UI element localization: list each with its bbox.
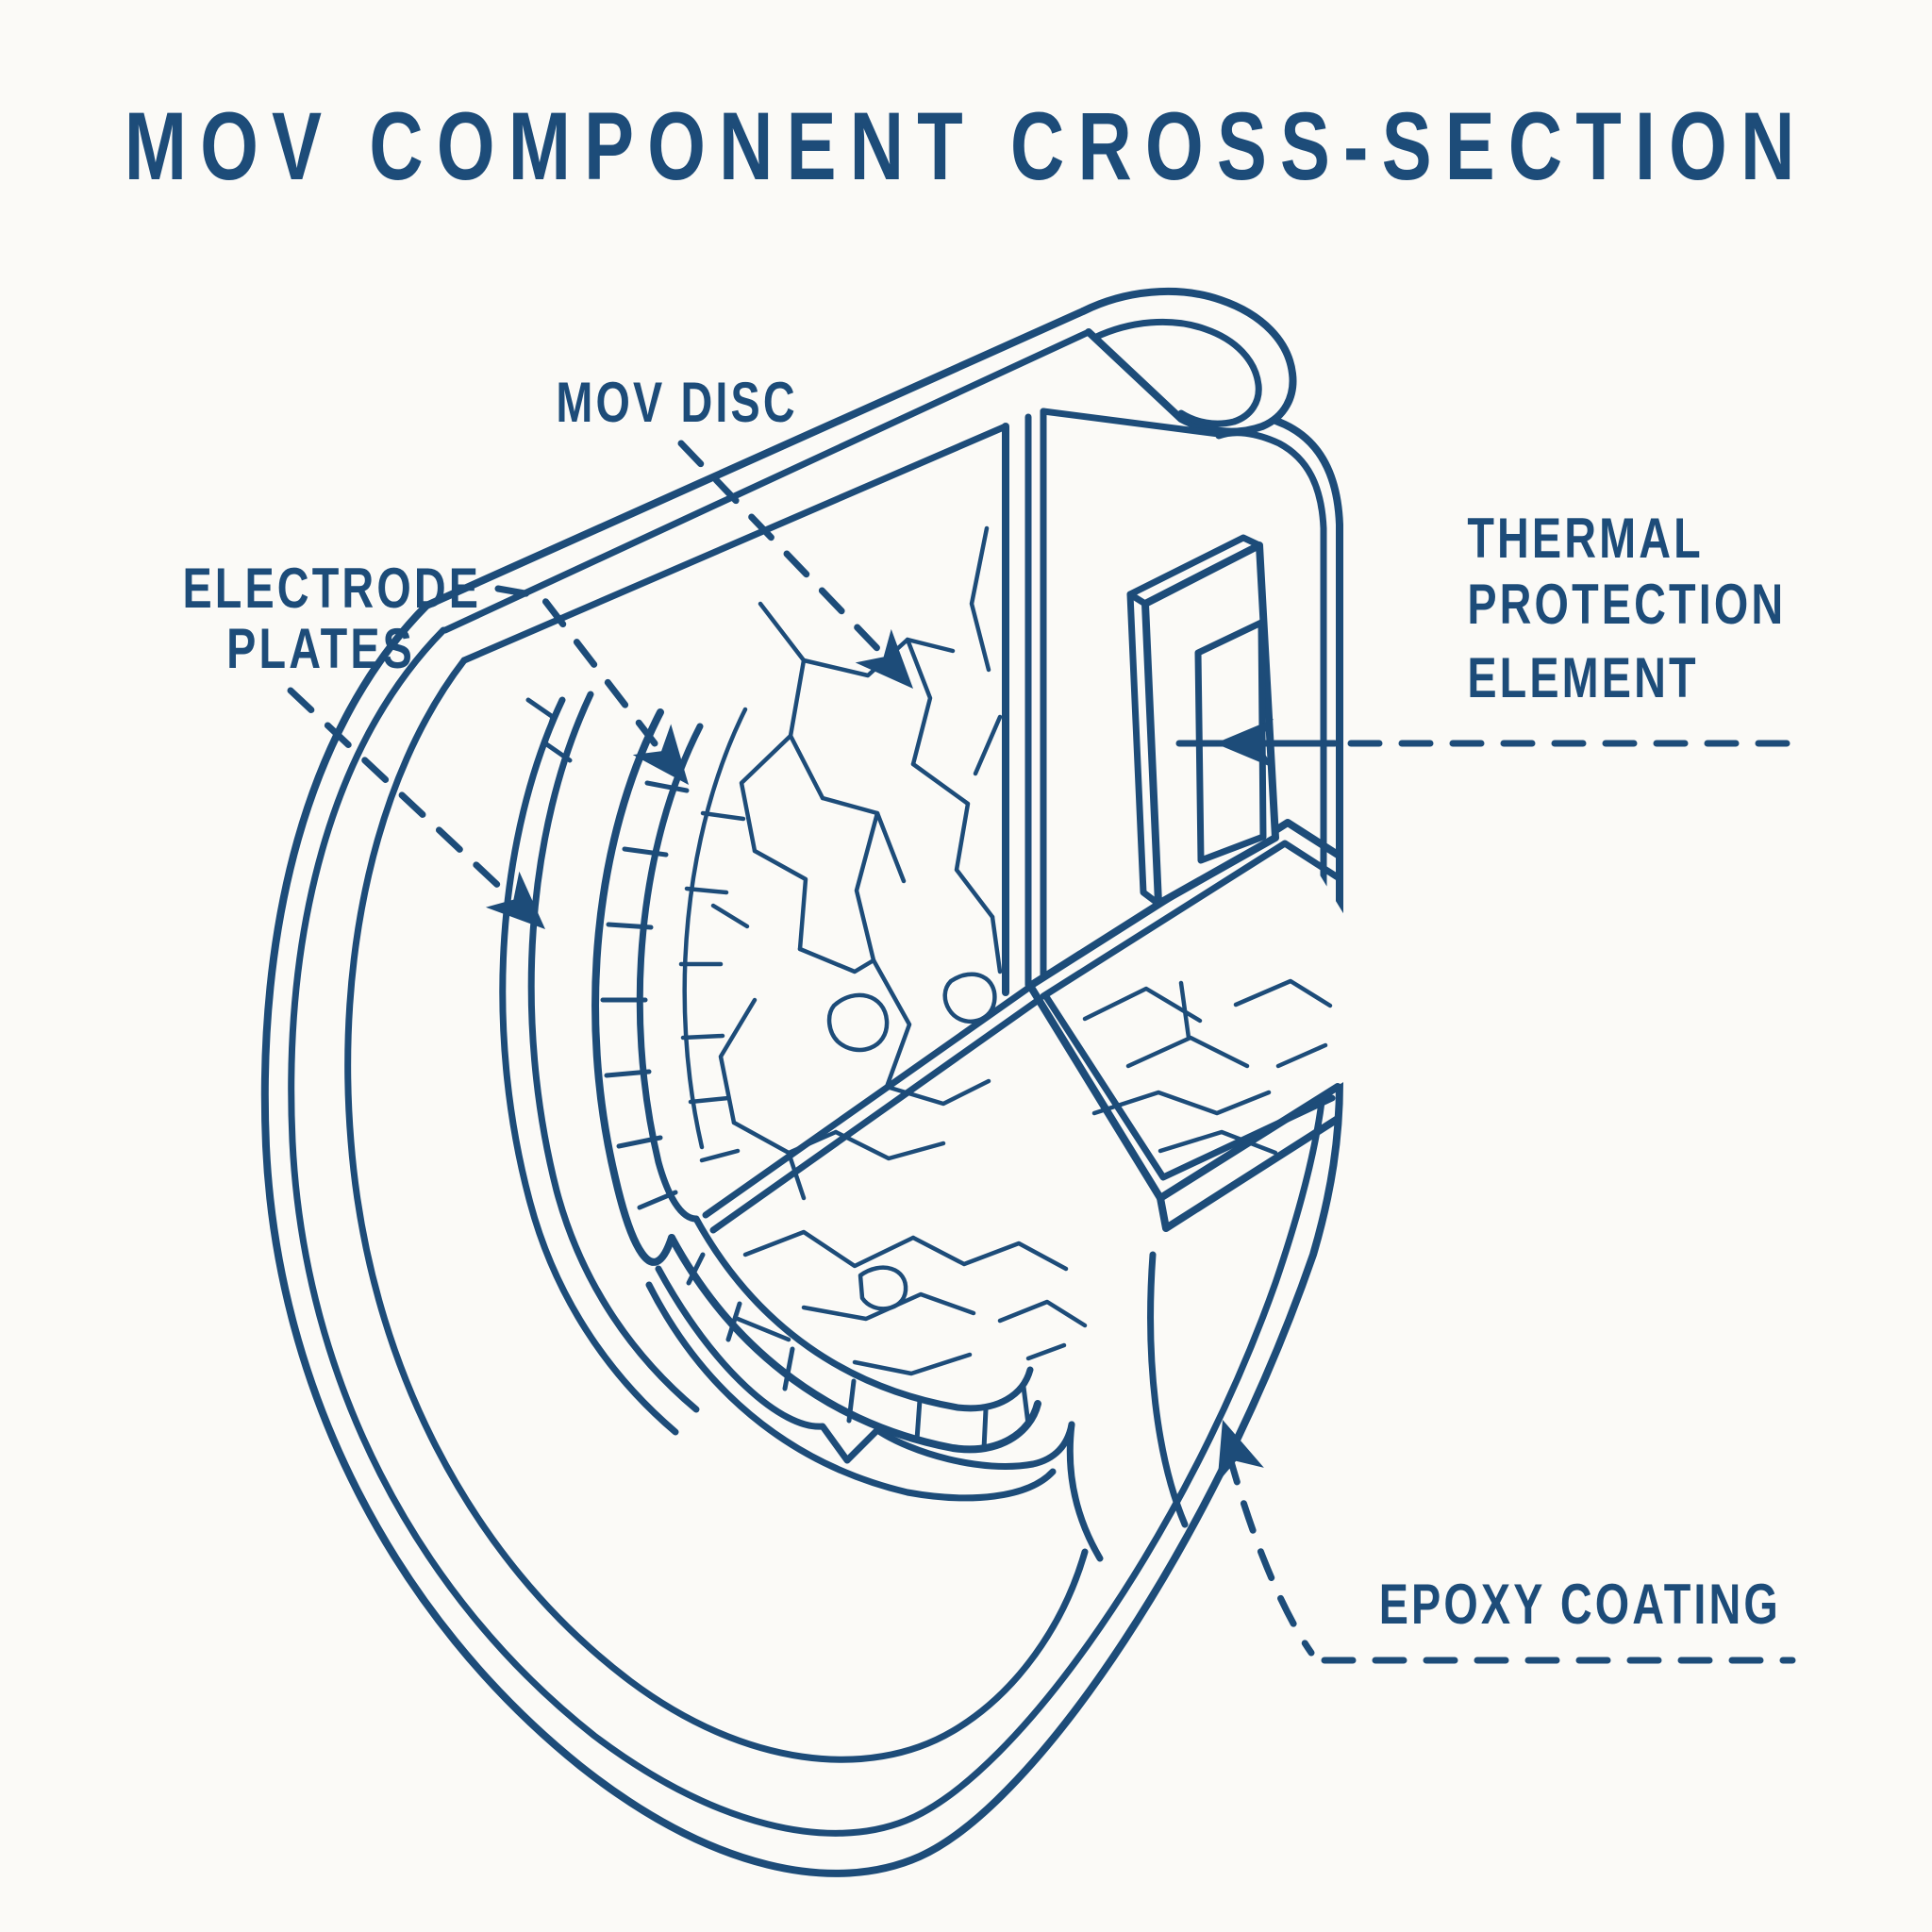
disc-step-edge-inner [709,998,1040,1234]
electrode-upper-arrow [632,724,689,785]
epoxy-wavy-cut-line [645,1251,1189,1562]
rim-ticks-bottom [686,1252,1031,1452]
neck-line-left [1066,1421,1104,1562]
platform-crackle [1082,978,1333,1156]
electrode-plate-band [499,691,700,1436]
label-thermal-line2: PROTECTION [1467,573,1786,636]
callout-leaders [287,440,1796,1664]
mov-disc-leader-line [677,440,895,667]
label-electrode-plates-line1: ELECTRODE [182,557,481,620]
rim-ticks-left [600,780,690,1210]
electrode-lower-leader-line [287,687,511,898]
epoxy-leader-elbow [1225,1451,1315,1657]
label-mov-disc: MOV DISC [556,371,797,434]
neck-line-right [1147,1251,1189,1528]
mov-disc-arrow [855,628,913,689]
mov-disc-rim-bottom [668,1215,1041,1454]
electrode-upper-leader-line [494,585,658,747]
disc-step-edge-outer [702,983,1034,1219]
thermal-protection-element [1126,534,1279,908]
diagram-title: MOV COMPONENT CROSS-SECTION [125,93,1808,201]
label-electrode-plates-line2: PLATES [226,617,415,680]
thermal-arrow [1215,719,1274,768]
label-thermal-line1: THERMAL [1467,507,1704,570]
mov-disc-rim-left [591,708,704,1266]
top-cut-band [423,308,1092,664]
electrode-lower-arrow [485,871,545,929]
electrode-plate-vertical [1002,408,1047,996]
label-epoxy-coating: EPOXY COATING [1379,1573,1781,1636]
epoxy-arrow [1217,1420,1264,1483]
mov-disc-crackle-texture [678,525,1088,1376]
electrode-tab-cap [1040,287,1297,438]
label-thermal-line3: ELEMENT [1467,646,1698,709]
platform-surface [1026,819,1418,1232]
thermal-element-inner-rect [1194,619,1267,864]
